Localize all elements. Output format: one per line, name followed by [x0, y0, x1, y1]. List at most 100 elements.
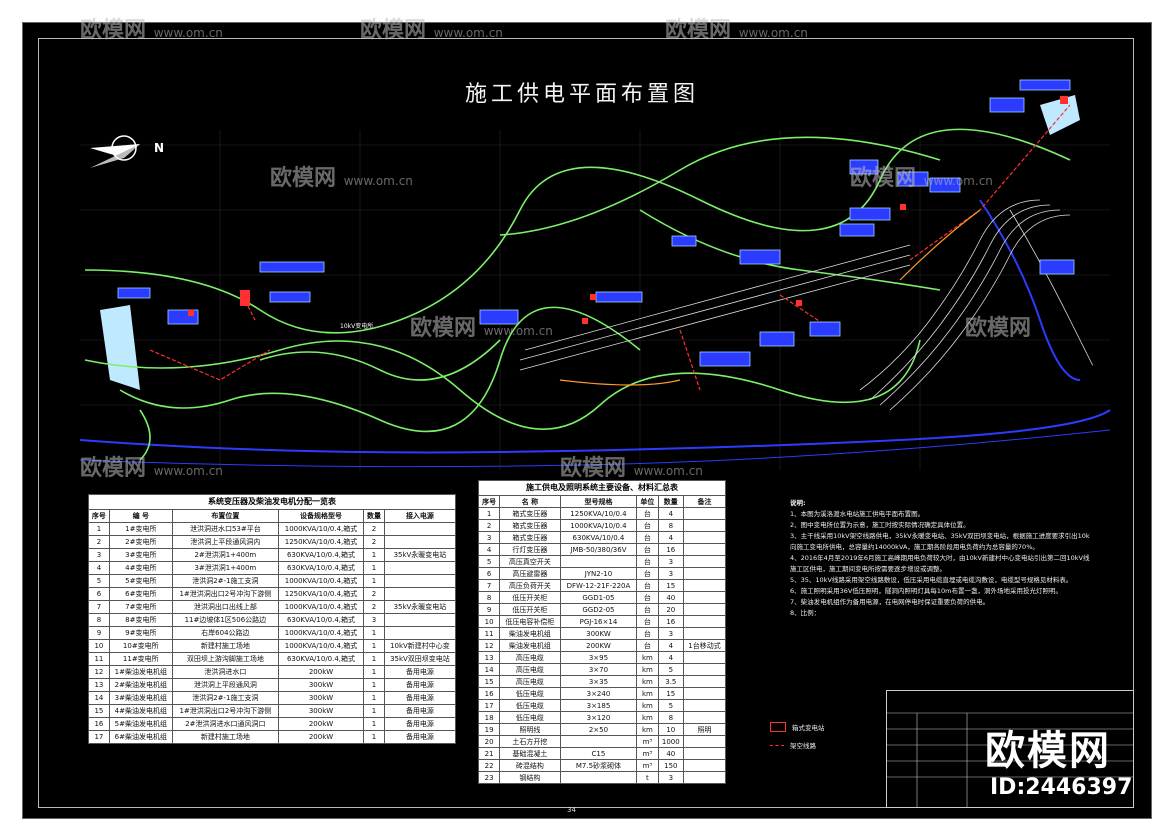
- table-cell: 备用电源: [383, 691, 457, 705]
- table-cell: 4: [657, 531, 685, 544]
- table-cell: 11: [88, 652, 110, 666]
- table-cell: 150: [657, 759, 685, 772]
- table-cell: 200KW: [559, 639, 638, 652]
- table-cell: GGD1-05: [559, 591, 638, 604]
- transformer-table: 系统变压器及柴油发电机分配一览表 序号 编 号 布置位置 设备规格型号 数量 接…: [88, 494, 457, 744]
- table-cell: 3#柴油发电机组: [108, 691, 173, 705]
- table-cell: 1: [363, 561, 385, 575]
- table-cell: 630KVA/10/0.4,箱式: [277, 561, 365, 575]
- table-cell: [683, 519, 726, 532]
- watermark: 欧模网 www.om.cn: [80, 456, 223, 481]
- table-cell: 23: [477, 771, 501, 784]
- table-cell: 砖混结构: [499, 759, 561, 772]
- table-cell: 15: [477, 675, 501, 688]
- table-cell: 1#泄洪洞出口2号冲沟下游侧: [171, 587, 279, 601]
- table-cell: 1: [363, 626, 385, 640]
- table-cell: [683, 711, 726, 724]
- table-cell: t: [636, 771, 659, 784]
- table-cell: [683, 675, 726, 688]
- table-cell: 7#变电所: [108, 600, 173, 614]
- table-cell: 1250KVA/10/0.4,箱式: [277, 587, 365, 601]
- table-cell: 3: [363, 613, 385, 627]
- table-cell: 1#泄洪洞出口2号冲沟下游侧: [171, 704, 279, 718]
- note-item: 8、比例：: [790, 609, 821, 617]
- table-cell: 2: [363, 522, 385, 536]
- table-cell: GGD2-05: [559, 603, 638, 616]
- table-cell: 10: [657, 723, 685, 736]
- table-cell: 1: [363, 730, 385, 744]
- table-cell: [383, 574, 457, 588]
- table-cell: 10: [477, 615, 501, 628]
- table-cell: [683, 543, 726, 556]
- table-cell: [559, 555, 638, 568]
- table-cell: 300kW: [277, 678, 365, 692]
- table-cell: km: [636, 687, 659, 700]
- table-cell: 21: [477, 747, 501, 760]
- table-cell: 台: [636, 627, 659, 640]
- table-cell: 1: [363, 678, 385, 692]
- table-cell: km: [636, 723, 659, 736]
- watermark: 欧模网 www.om.cn: [410, 316, 553, 341]
- table-cell: 4: [88, 561, 110, 575]
- table-cell: 1000KVA/10/0.4,箱式: [277, 626, 365, 640]
- watermark: 欧模网 www.om.cn: [270, 166, 413, 191]
- watermark: 欧模网 www.om.cn: [850, 166, 993, 191]
- table-cell: 5: [88, 574, 110, 588]
- table-cell: DFW-12-21F-220A: [559, 579, 638, 592]
- table-cell: 35kV永暖变电站: [383, 548, 457, 562]
- table-cell: 200kW: [277, 717, 365, 731]
- table-cell: 7: [477, 579, 501, 592]
- table-cell: 1: [363, 665, 385, 679]
- table-cell: 4: [657, 639, 685, 652]
- watermark: 欧模网 www.om.cn: [360, 18, 503, 43]
- table-cell: 备用电源: [383, 665, 457, 679]
- note-item: 6、施工照明采用36V低压照明，隧洞内照明灯具每10m布置一盏，洞外场地采用投光…: [790, 587, 1062, 595]
- table-cell: 高压电缆: [499, 663, 561, 676]
- brand-logo: 欧模网: [985, 728, 1111, 774]
- table-cell: km: [636, 675, 659, 688]
- table-cell: M7.5砂浆砌体: [559, 759, 638, 772]
- table-cell: [683, 687, 726, 700]
- compass-icon: [90, 135, 140, 168]
- drawing-frame: [38, 38, 1134, 808]
- table-cell: [683, 771, 726, 784]
- table-cell: 300kW: [277, 691, 365, 705]
- table-cell: 1: [363, 639, 385, 653]
- table-cell: 台: [636, 603, 659, 616]
- table-cell: 箱式变压器: [499, 519, 561, 532]
- table-cell: 20: [657, 603, 685, 616]
- table-cell: 基础混凝土: [499, 747, 561, 760]
- table-cell: 1: [363, 717, 385, 731]
- watermark: 欧模网 www.om.cn: [665, 18, 808, 43]
- table-cell: 630KVA/10/0.4: [559, 531, 638, 544]
- table-cell: 10kV新建村中心变: [383, 639, 457, 653]
- table-cell: 1#柴油发电机组: [108, 665, 173, 679]
- note-item: 5、35、10kV线路采用架空线路敷设，低压采用电缆直埋或电缆沟敷设，电缆型号规…: [790, 576, 1073, 584]
- table-cell: JYN2-10: [559, 567, 638, 580]
- note-item: 施工区供电，施工期间变电所按需要逐步增设或调整。: [790, 565, 946, 573]
- table-cell: 1000KVA/10/0.4,箱式: [277, 522, 365, 536]
- table-cell: 3.5: [657, 675, 685, 688]
- table-cell: 2#柴油发电机组: [108, 678, 173, 692]
- table-cell: 1: [477, 507, 501, 520]
- table-cell: [683, 627, 726, 640]
- table-cell: 19: [477, 723, 501, 736]
- table-cell: 泄洪洞出口出线上部: [171, 600, 279, 614]
- table-cell: 3×95: [559, 651, 638, 664]
- table-cell: 16: [88, 717, 110, 731]
- table-cell: [683, 591, 726, 604]
- table-cell: 10: [88, 639, 110, 653]
